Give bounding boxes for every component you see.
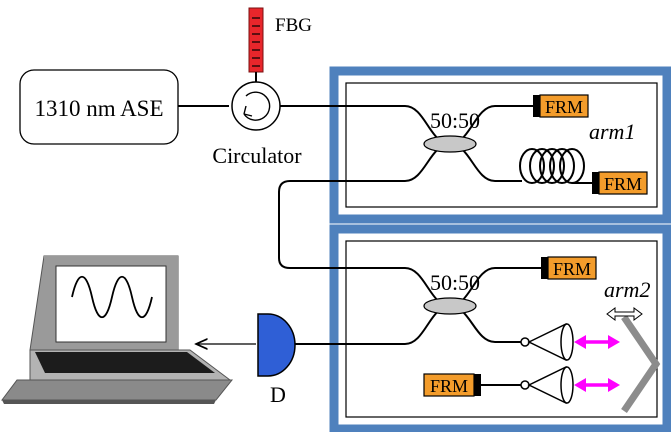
ase-source-box: 1310 nm ASE xyxy=(19,69,179,145)
fbg-label: FBG xyxy=(275,15,312,36)
circulator-label: Circulator xyxy=(212,143,302,168)
beam-arrow-2 xyxy=(574,378,620,392)
svg-text:FRM: FRM xyxy=(545,97,583,117)
interferometer1-panel xyxy=(329,66,671,224)
coupler2-label: 50:50 xyxy=(430,270,480,295)
fiber-coupler1-to-coupler2 xyxy=(278,143,451,307)
ase-source-label: 1310 nm ASE xyxy=(34,96,163,121)
beam-arrow-1 xyxy=(574,335,620,349)
fbg-grating xyxy=(248,7,264,73)
coupler1-label: 50:50 xyxy=(430,108,480,133)
interferometer2-panel xyxy=(329,224,671,434)
laptop-screen-waveform xyxy=(71,275,153,319)
laptop-icon xyxy=(1,255,234,404)
circulator-icon xyxy=(231,81,281,131)
frm-arm2-top: FRM xyxy=(541,256,597,280)
coupler2: 50:50 xyxy=(295,267,541,345)
arm2-label: arm2 xyxy=(604,277,650,302)
frm-arm1-bottom: FRM xyxy=(592,171,648,195)
fiber-coil-icon xyxy=(519,148,592,184)
arm1-label: arm1 xyxy=(589,119,635,144)
svg-text:FRM: FRM xyxy=(430,376,468,396)
svg-text:FRM: FRM xyxy=(604,174,642,194)
collimator-1 xyxy=(520,322,574,362)
coupler1: 50:50 xyxy=(423,105,533,182)
collimator-2 xyxy=(520,365,574,405)
translation-arrow-icon xyxy=(606,307,643,321)
frm-arm1-top: FRM xyxy=(533,94,589,118)
svg-text:FRM: FRM xyxy=(553,259,591,279)
frm-arm2-bottom: FRM xyxy=(423,373,481,397)
detector-icon xyxy=(257,313,296,377)
roof-mirror-icon xyxy=(621,315,661,413)
detector-label: D xyxy=(270,382,286,407)
